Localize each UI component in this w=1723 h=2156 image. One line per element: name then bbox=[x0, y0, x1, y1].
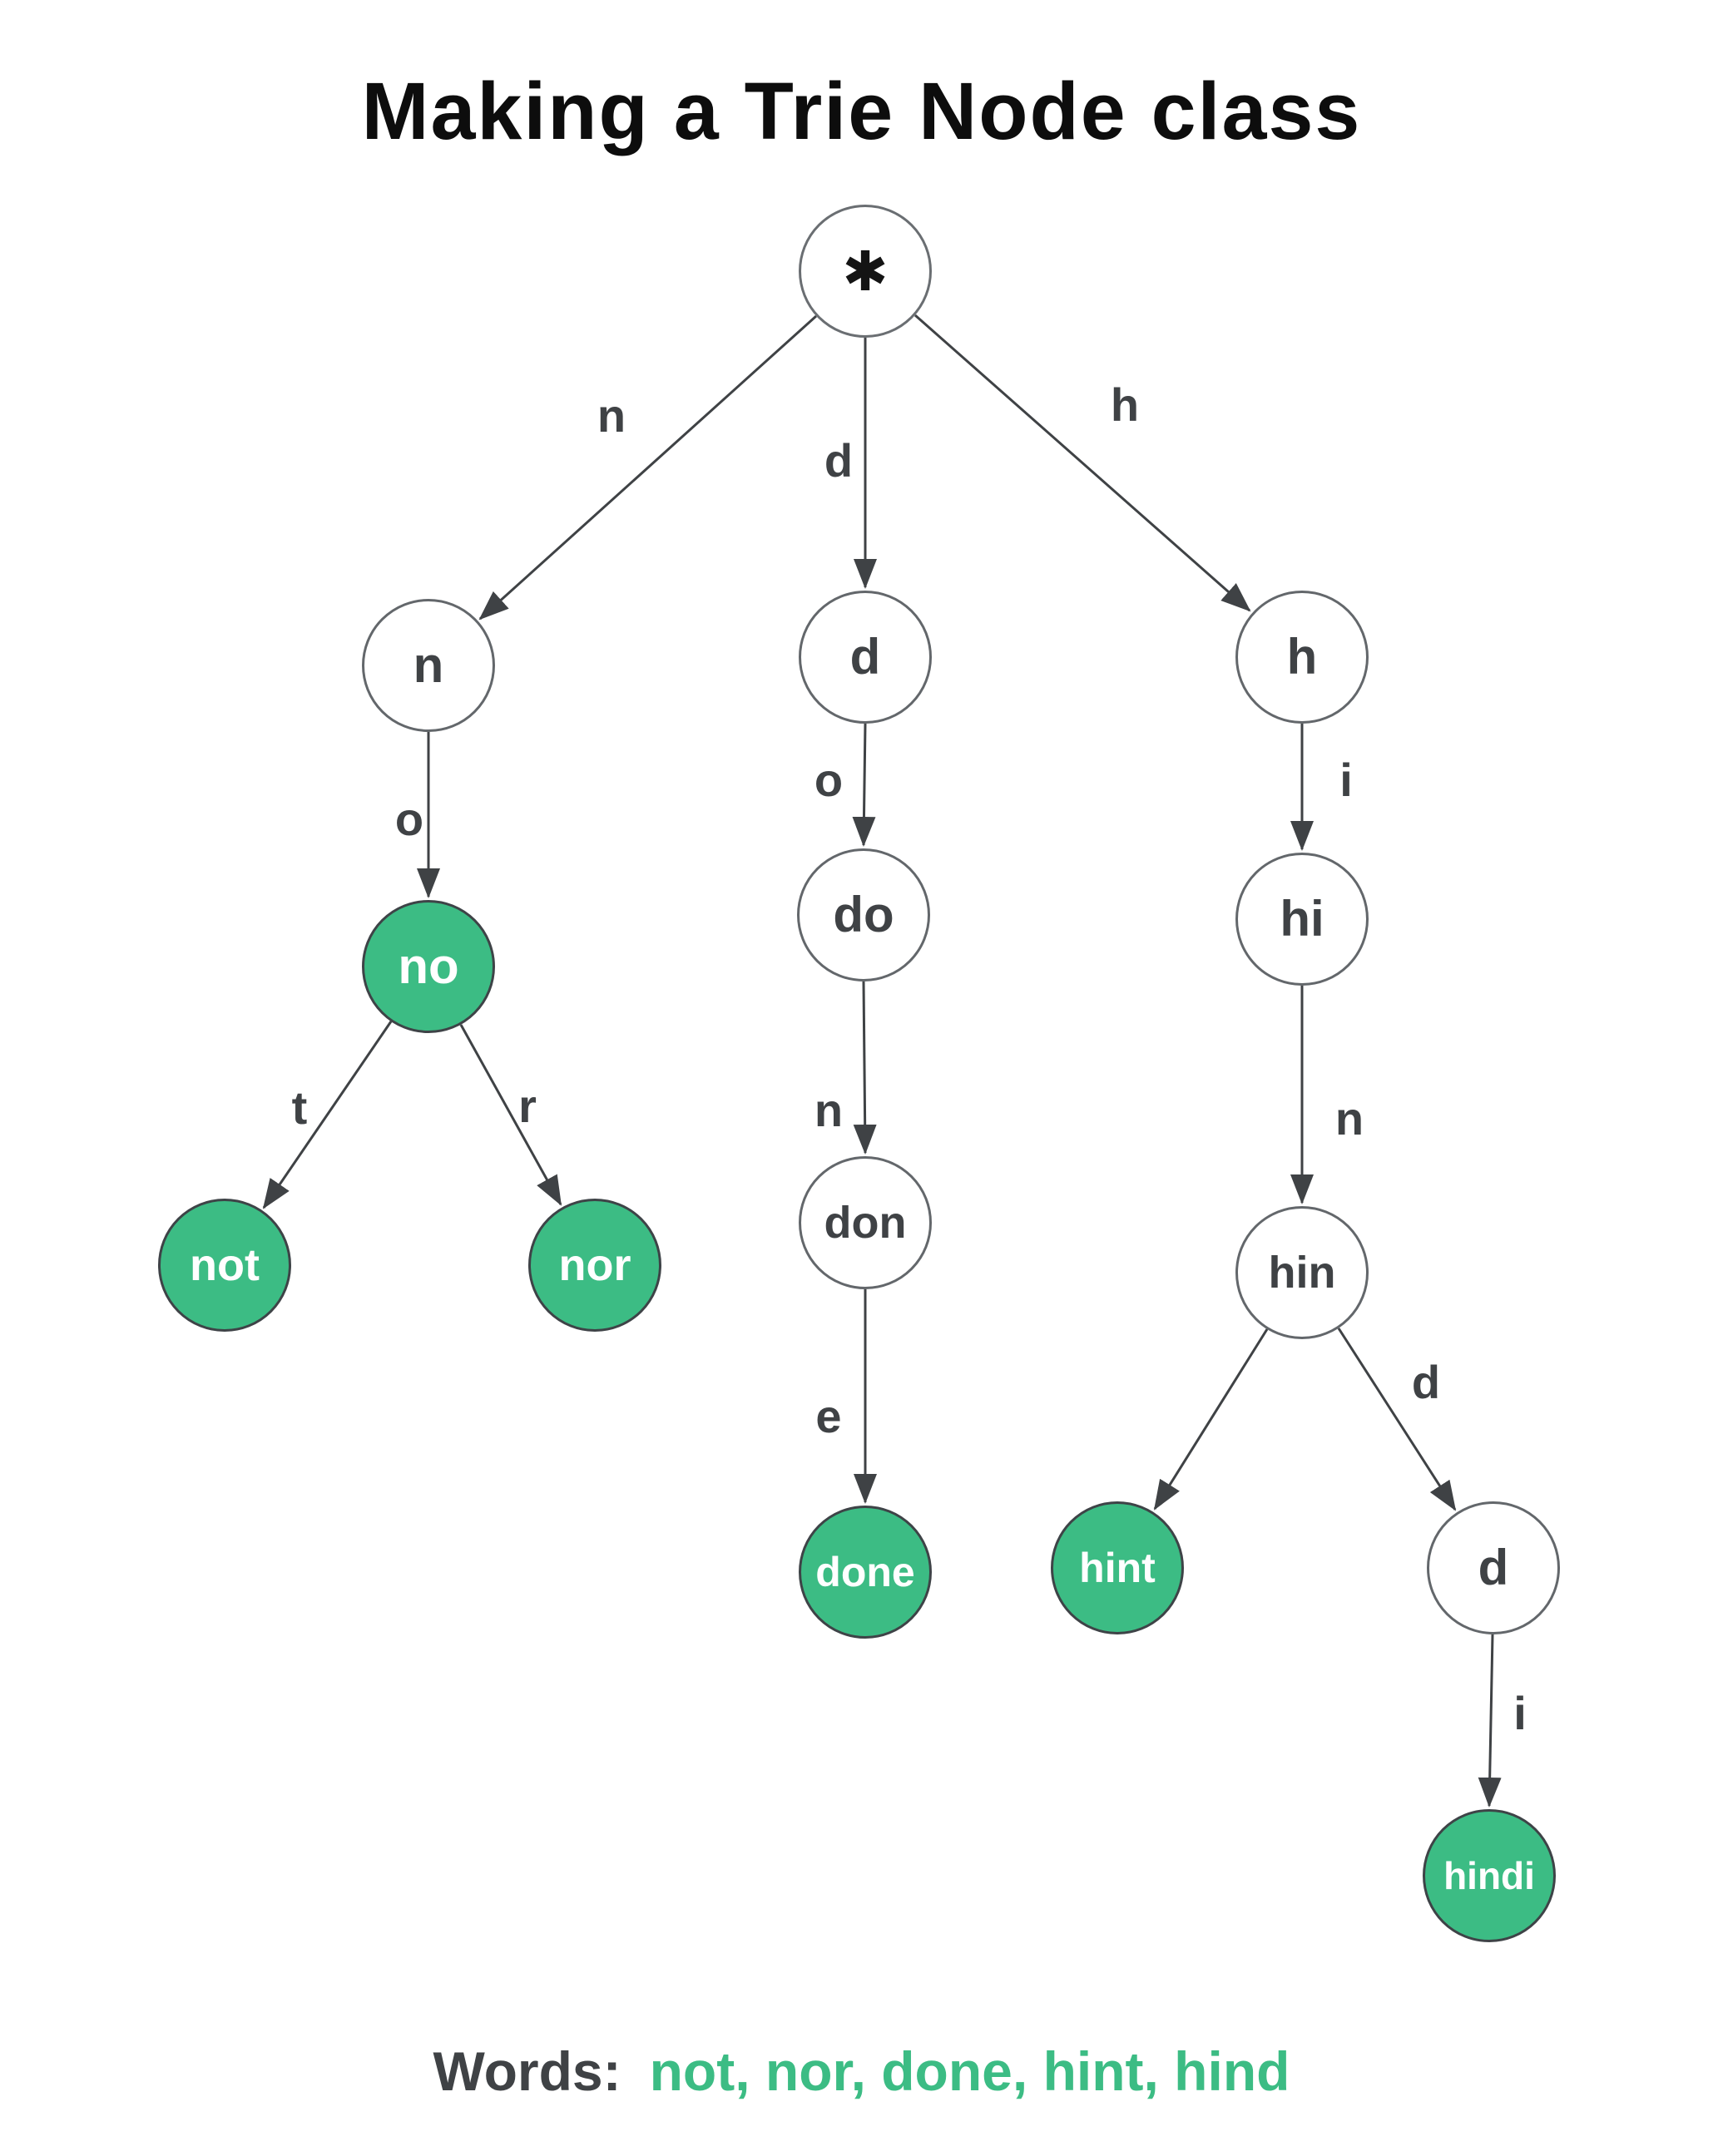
node-label-hint: hint bbox=[1079, 1545, 1156, 1591]
edge-do-to-don bbox=[853, 981, 877, 1155]
trie-node-not: not bbox=[158, 1199, 291, 1332]
edge-label-n-no: o bbox=[394, 793, 424, 845]
edge-label-no-nor: r bbox=[518, 1080, 537, 1132]
trie-node-do: do bbox=[797, 848, 930, 982]
edge-label-h-hi: i bbox=[1339, 754, 1353, 806]
words-label: Words: bbox=[433, 2040, 621, 2102]
node-label-d2: d bbox=[1478, 1540, 1509, 1595]
edge-label-d2-hindi: i bbox=[1513, 1687, 1527, 1739]
edge-root-to-n bbox=[478, 314, 818, 621]
edge-label-root-h: h bbox=[1110, 378, 1140, 431]
trie-node-hin: hin bbox=[1235, 1206, 1369, 1339]
trie-node-no: no bbox=[362, 900, 495, 1033]
node-label-d: d bbox=[849, 629, 881, 685]
trie-node-hint: hint bbox=[1051, 1501, 1184, 1634]
node-label-hi: hi bbox=[1280, 891, 1324, 947]
trie-node-done: done bbox=[799, 1506, 932, 1639]
node-label-root: ✱ bbox=[842, 240, 889, 302]
edge-no-to-nor bbox=[459, 1024, 562, 1206]
trie-node-don: don bbox=[799, 1156, 932, 1289]
edge-label-no-not: t bbox=[291, 1081, 308, 1134]
page-title: Making a Trie Node class bbox=[361, 66, 1362, 156]
edge-no-to-not bbox=[262, 1021, 393, 1209]
trie-node-root: ✱ bbox=[799, 205, 932, 338]
edge-hin-to-d2 bbox=[1337, 1328, 1457, 1511]
trie-node-n: n bbox=[362, 599, 495, 732]
node-label-no: no bbox=[398, 938, 459, 994]
edge-label-don-done: e bbox=[815, 1390, 842, 1442]
edge-d2-to-hindi bbox=[1478, 1634, 1502, 1807]
node-label-done: done bbox=[815, 1549, 915, 1595]
trie-node-hi: hi bbox=[1235, 853, 1369, 986]
node-label-do: do bbox=[833, 887, 894, 942]
node-label-hin: hin bbox=[1268, 1248, 1336, 1298]
trie-node-hindi: hindi bbox=[1423, 1809, 1556, 1942]
edge-label-root-n: n bbox=[597, 389, 626, 442]
trie-node-h: h bbox=[1235, 591, 1369, 724]
edge-label-hi-hin: n bbox=[1334, 1092, 1364, 1145]
trie-node-d2: d bbox=[1427, 1501, 1560, 1634]
edge-label-root-d: d bbox=[824, 434, 854, 487]
words-footer: Words: not, nor, done, hint, hind bbox=[0, 2040, 1723, 2103]
words-list: not, nor, done, hint, hind bbox=[649, 2040, 1290, 2102]
node-label-nor: nor bbox=[558, 1240, 631, 1290]
edge-label-d-do: o bbox=[814, 754, 844, 806]
node-label-h: h bbox=[1286, 629, 1318, 685]
edge-root-to-h bbox=[914, 314, 1251, 612]
trie-node-nor: nor bbox=[528, 1199, 661, 1332]
edge-label-do-don: n bbox=[814, 1084, 844, 1136]
node-label-n: n bbox=[413, 637, 444, 693]
trie-node-d: d bbox=[799, 591, 932, 724]
node-label-hindi: hindi bbox=[1443, 1854, 1535, 1897]
edge-d-to-do bbox=[852, 723, 876, 847]
edge-label-hin-d2: d bbox=[1411, 1356, 1441, 1408]
edge-hin-to-hint bbox=[1153, 1328, 1269, 1511]
node-label-not: not bbox=[190, 1240, 260, 1290]
node-label-don: don bbox=[824, 1198, 907, 1248]
